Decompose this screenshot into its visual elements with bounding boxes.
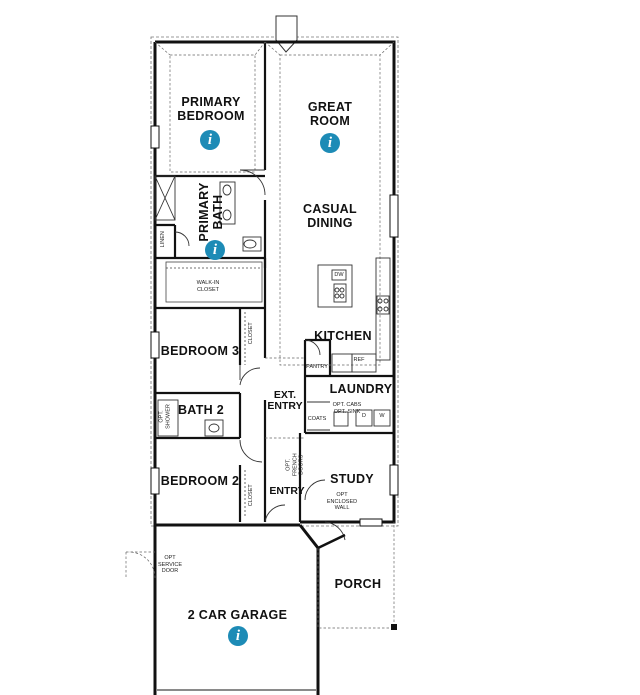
ceiling-lines (125, 41, 395, 629)
closet-3-label: CLOSET (247, 322, 254, 345)
closet-details (165, 261, 263, 518)
bedroom-3-label: BEDROOM 3 (160, 344, 240, 358)
walk-in-closet-label: WALK-IN CLOSET (196, 280, 220, 293)
great-room-info-icon[interactable]: i (320, 133, 340, 153)
porch-post (391, 624, 397, 630)
kitchen-label: KITCHEN (314, 329, 372, 343)
linen-label: LINEN (159, 231, 166, 248)
entry-label: ENTRY (269, 485, 305, 497)
opt-enclosed-wall-label: OPT ENCLOSED WALL (326, 492, 358, 511)
door-swings (174, 169, 346, 541)
pantry-label: PANTRY (306, 364, 328, 370)
primary-bath-fixtures (154, 175, 262, 252)
bath2-fixtures (157, 399, 224, 437)
casual-dining-label: CASUAL DINING (303, 202, 357, 230)
opt-french-doors-label: OPT. FRENCH DOORS (285, 453, 305, 477)
ext-entry-label: EXT. ENTRY (267, 389, 303, 412)
washer-label: W (379, 413, 385, 419)
garage-info-icon[interactable]: i (228, 626, 248, 646)
garage-label: 2 CAR GARAGE (187, 608, 288, 622)
porch-edge (317, 533, 346, 550)
opt-cabs-sink-label: OPT. CABS OPT. SINK (332, 402, 362, 415)
bedroom-2-label: BEDROOM 2 (160, 474, 240, 488)
laundry-label: LAUNDRY (329, 382, 393, 396)
opt-shower-label: OPT. SHOWER (158, 404, 172, 429)
porch-label: PORCH (334, 577, 382, 591)
great-room-label: GREAT ROOM (307, 100, 353, 128)
primary-bedroom-info-icon[interactable]: i (200, 130, 220, 150)
kitchen-fixtures (317, 257, 391, 373)
dryer-label: D (362, 413, 366, 419)
opt-service-door-label: OPT SERVICE DOOR (157, 555, 183, 574)
study-label: STUDY (330, 472, 374, 486)
ref-label: REF (353, 357, 365, 363)
primary-bath-label: PRIMARY BATH (197, 182, 225, 242)
coats-label: COATS (307, 416, 327, 422)
dw-label: DW (334, 272, 344, 278)
interior-walls (155, 42, 394, 522)
primary-bedroom-label: PRIMARY BEDROOM (177, 95, 245, 123)
primary-bath-info-icon[interactable]: i (205, 240, 225, 260)
bath-2-label: BATH 2 (177, 403, 224, 417)
windows (150, 125, 399, 527)
laundry-fixtures (307, 401, 391, 431)
roof-outline (150, 36, 399, 527)
exterior-walls (153, 40, 396, 695)
front-protrusion (275, 15, 298, 53)
closet-2-label: CLOSET (247, 484, 254, 507)
